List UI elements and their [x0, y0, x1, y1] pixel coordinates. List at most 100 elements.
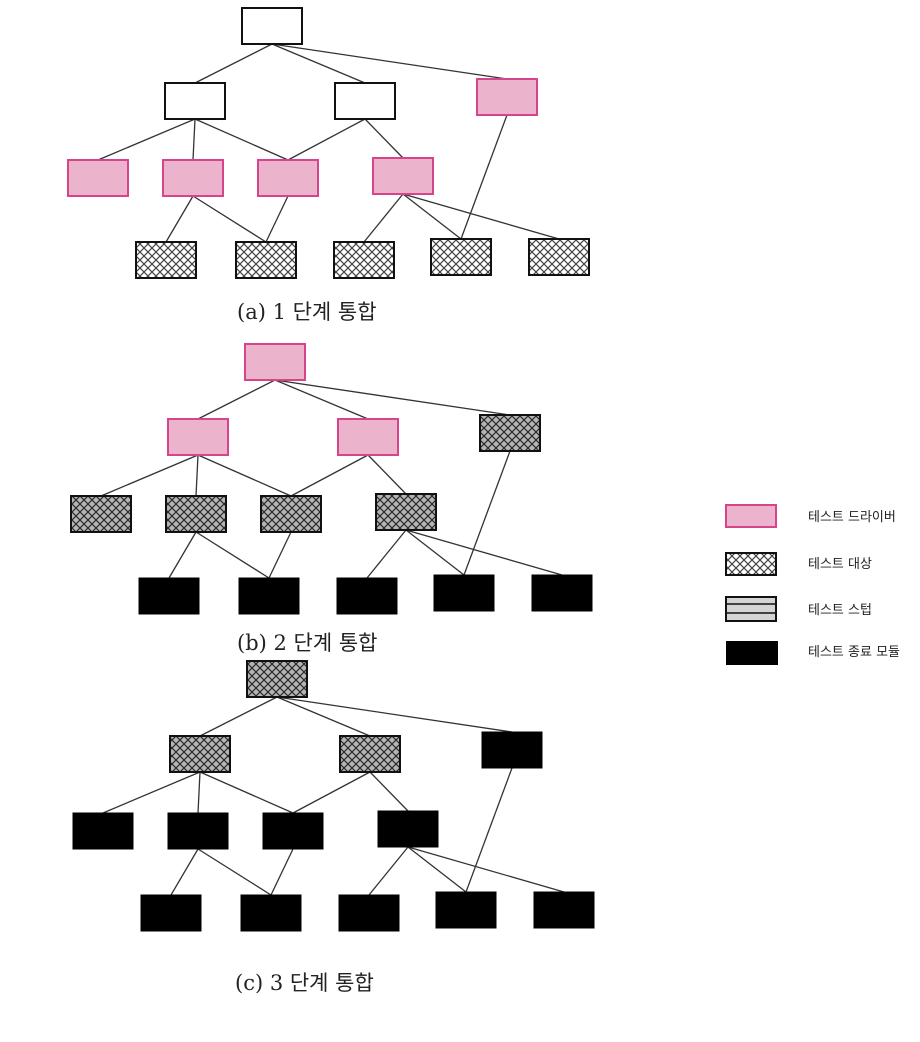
module-box-l4	[372, 157, 434, 195]
legend-label-target: 테스트 대상	[808, 557, 872, 572]
module-box-root	[241, 7, 303, 45]
legend-label-terminal: 테스트 종료 모듈	[808, 645, 900, 660]
edge-m1-l1	[102, 771, 201, 814]
edge-l4-b5	[407, 846, 565, 893]
legend-swatch-stub	[725, 596, 777, 622]
module-box-m3	[479, 414, 541, 452]
edge-m3-b4	[465, 767, 513, 893]
edge-m1-l2	[197, 771, 201, 814]
edge-root-m3	[274, 379, 511, 416]
module-box-b5	[528, 238, 590, 276]
edge-root-m1	[194, 43, 273, 84]
panel-c	[72, 660, 595, 932]
edge-m1-l2	[195, 454, 199, 497]
caption-a: (a) 1 단계 통합	[237, 300, 377, 324]
module-box-m2	[339, 735, 401, 773]
edge-m2-l3	[292, 771, 371, 814]
legend-label-driver: 테스트 드라이버	[808, 510, 896, 525]
edge-l2-b1	[170, 848, 199, 896]
legend-item-target: 테스트 대상	[725, 552, 872, 576]
module-box-b3	[336, 577, 398, 615]
legend-swatch-driver	[725, 504, 777, 528]
module-box-l2	[165, 495, 227, 533]
module-box-l4	[375, 493, 437, 531]
edge-m2-l4	[367, 454, 407, 495]
edge-root-m2	[276, 696, 371, 737]
caption-b: (b) 2 단계 통합	[237, 631, 378, 655]
module-box-root	[246, 660, 308, 698]
panel-a	[67, 7, 590, 279]
legend-label-stub: 테스트 스텁	[808, 603, 872, 618]
module-box-root	[244, 343, 306, 381]
module-box-m2	[334, 82, 396, 120]
edge-l2-b2	[195, 531, 270, 579]
module-box-l3	[257, 159, 319, 197]
legend-item-stub: 테스트 스텁	[725, 596, 872, 622]
module-box-l2	[167, 812, 229, 850]
edge-m1-l3	[197, 454, 292, 497]
edge-l4-b5	[402, 193, 560, 240]
legend-item-driver: 테스트 드라이버	[725, 504, 896, 528]
edge-m1-l1	[97, 118, 196, 161]
module-box-b1	[140, 894, 202, 932]
edge-m1-l3	[199, 771, 294, 814]
legend-item-terminal: 테스트 종료 모듈	[726, 641, 900, 665]
module-box-b4	[433, 574, 495, 612]
module-box-m3	[476, 78, 538, 116]
module-box-b5	[531, 574, 593, 612]
edge-l4-b4	[405, 529, 465, 576]
module-box-b1	[138, 577, 200, 615]
edge-m3-b4	[463, 450, 511, 576]
module-box-b1	[135, 241, 197, 279]
edge-m1-l1	[100, 454, 199, 497]
edge-m2-l3	[290, 454, 369, 497]
module-box-m1	[167, 418, 229, 456]
module-box-l3	[262, 812, 324, 850]
edge-l3-b2	[268, 531, 292, 579]
legend-swatch-target	[725, 552, 777, 576]
legend-swatch-terminal	[726, 641, 778, 665]
edge-m2-l4	[364, 118, 404, 159]
edge-l4-b3	[363, 193, 404, 243]
module-box-b4	[430, 238, 492, 276]
edge-l4-b4	[407, 846, 467, 893]
edge-root-m1	[197, 379, 276, 420]
edge-l4-b3	[368, 846, 409, 896]
edge-root-m2	[274, 379, 369, 420]
module-box-b2	[235, 241, 297, 279]
edge-l4-b5	[405, 529, 563, 576]
edge-root-m1	[199, 696, 278, 737]
edge-root-m3	[276, 696, 513, 733]
panel-b	[70, 343, 593, 615]
legend: 테스트 드라이버 테스트 대상 테스트 스텁 테스트 종료 모듈	[725, 504, 900, 665]
module-box-b3	[338, 894, 400, 932]
caption-c: (c) 3 단계 통합	[235, 971, 374, 995]
edge-l3-b2	[265, 195, 289, 243]
module-box-l1	[67, 159, 129, 197]
edge-l4-b3	[366, 529, 407, 579]
module-box-l1	[70, 495, 132, 533]
edge-m2-l4	[369, 771, 409, 812]
module-box-m1	[164, 82, 226, 120]
edge-l4-b4	[402, 193, 462, 240]
edge-root-m2	[271, 43, 366, 84]
module-box-l1	[72, 812, 134, 850]
edge-root-m3	[271, 43, 508, 80]
edge-m1-l3	[194, 118, 289, 161]
module-box-b4	[435, 891, 497, 929]
module-box-m1	[169, 735, 231, 773]
edge-m1-l2	[192, 118, 196, 161]
module-box-b2	[240, 894, 302, 932]
module-box-b5	[533, 891, 595, 929]
module-box-l2	[162, 159, 224, 197]
panels-layer	[67, 7, 595, 932]
module-box-l4	[377, 810, 439, 848]
module-box-b3	[333, 241, 395, 279]
module-box-l3	[260, 495, 322, 533]
module-box-m3	[481, 731, 543, 769]
edge-m2-l3	[287, 118, 366, 161]
module-box-m2	[337, 418, 399, 456]
module-box-b2	[238, 577, 300, 615]
edge-l2-b1	[168, 531, 197, 579]
